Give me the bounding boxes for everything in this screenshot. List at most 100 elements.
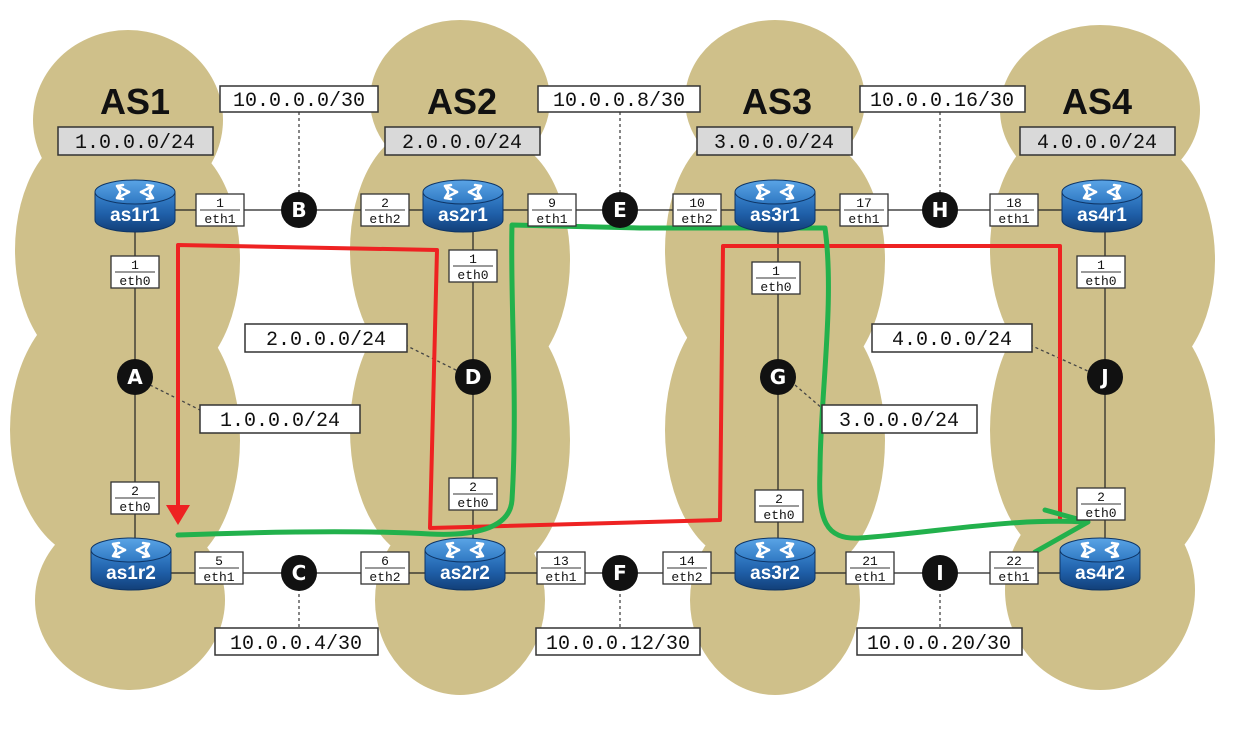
as2-label: AS2 [427, 81, 497, 122]
lan-j-label: 4.0.0.0/24 [892, 329, 1012, 352]
interface-number: 6 [381, 554, 389, 569]
router-as1r1-label: as1r1 [110, 205, 160, 226]
as3-prefix-box: 3.0.0.0/24 [696, 126, 853, 156]
interface-number: 17 [856, 196, 872, 211]
node-b: B [281, 192, 317, 228]
lan-box-a: 1.0.0.0/24 [199, 404, 361, 434]
links [134, 209, 1106, 574]
interface-number: 22 [1006, 554, 1022, 569]
interface-number: 2 [1097, 490, 1105, 505]
interface-number: 2 [131, 484, 139, 499]
green-arrow-head [1032, 507, 1091, 555]
interface-name: eth1 [854, 570, 885, 585]
router-as2r2-label: as2r2 [440, 563, 490, 584]
lan-a-label: 1.0.0.0/24 [220, 410, 340, 433]
interface-name: eth1 [203, 570, 234, 585]
node-c-label: C [292, 561, 307, 585]
interface-number: 2 [469, 480, 477, 495]
subnet-c-label: 10.0.0.4/30 [230, 633, 362, 656]
router-as4r1: as4r1 [1060, 178, 1144, 234]
lan-box-g: 3.0.0.0/24 [821, 404, 978, 434]
node-i-label: I [936, 561, 943, 585]
interface-number: 2 [381, 196, 389, 211]
as4-label: AS4 [1062, 81, 1132, 122]
interface-name: eth0 [119, 500, 150, 515]
lan-g-label: 3.0.0.0/24 [839, 410, 959, 433]
router-as3r2-label: as3r2 [750, 563, 800, 584]
interface-name: eth1 [204, 212, 235, 227]
subnet-box-b: 10.0.0.0/30 [219, 85, 379, 113]
as1-prefix-box: 1.0.0.0/24 [57, 126, 214, 156]
interface-name: eth0 [1085, 506, 1116, 521]
interface-name: eth0 [1085, 274, 1116, 289]
interface-number: 5 [215, 554, 223, 569]
router-as1r1: as1r1 [93, 178, 177, 234]
subnet-h-label: 10.0.0.16/30 [870, 90, 1014, 113]
interface-name: eth2 [671, 570, 702, 585]
interface-name: eth2 [369, 212, 400, 227]
subnet-i-label: 10.0.0.20/30 [867, 633, 1011, 656]
interface-number: 2 [775, 492, 783, 507]
subnet-box-i: 10.0.0.20/30 [856, 627, 1023, 656]
interface-name: eth0 [457, 496, 488, 511]
interface-name: eth0 [119, 274, 150, 289]
node-f: F [602, 555, 638, 591]
router-as3r1: as3r1 [733, 178, 817, 234]
node-e: E [602, 192, 638, 228]
node-d-label: D [465, 365, 482, 389]
subnet-box-h: 10.0.0.16/30 [859, 85, 1026, 113]
subnet-e-label: 10.0.0.8/30 [553, 90, 685, 113]
interface-number: 14 [679, 554, 695, 569]
node-h: H [922, 192, 958, 228]
as4-prefix-box: 4.0.0.0/24 [1019, 126, 1176, 156]
router-as3r2: as3r2 [733, 536, 817, 592]
node-a-label: A [127, 365, 143, 389]
lan-box-d: 2.0.0.0/24 [244, 323, 408, 353]
node-g-label: G [770, 365, 786, 389]
as3-prefix: 3.0.0.0/24 [714, 132, 834, 155]
router-as4r2: as4r2 [1058, 536, 1142, 592]
subnet-box-f: 10.0.0.12/30 [535, 627, 701, 656]
interface-number: 21 [862, 554, 878, 569]
interface-name: eth1 [848, 212, 879, 227]
router-as2r2: as2r2 [423, 536, 507, 592]
node-e-label: E [613, 198, 627, 222]
interface-name: eth0 [760, 280, 791, 295]
node-c: C [281, 555, 317, 591]
router-as1r2: as1r2 [89, 536, 173, 592]
interface-number: 13 [553, 554, 569, 569]
red-path [176, 243, 1062, 530]
subnet-f-label: 10.0.0.12/30 [546, 633, 690, 656]
node-i: I [922, 555, 958, 591]
interface-name: eth1 [536, 212, 567, 227]
green-path [175, 222, 1088, 541]
as2-prefix: 2.0.0.0/24 [402, 132, 522, 155]
node-f-label: F [613, 561, 627, 585]
node-j: J [1087, 359, 1123, 395]
interface-labels: 1eth12eth29eth110eth217eth118eth11eth02e… [110, 193, 1126, 585]
router-as4r1-label: as4r1 [1077, 205, 1127, 226]
lan-d-label: 2.0.0.0/24 [266, 329, 386, 352]
node-d: D [455, 359, 491, 395]
interface-number: 9 [548, 196, 556, 211]
as4-prefix: 4.0.0.0/24 [1037, 132, 1157, 155]
as2-prefix-box: 2.0.0.0/24 [384, 126, 541, 156]
as3-label: AS3 [742, 81, 812, 122]
interface-number: 1 [1097, 258, 1105, 273]
router-as2r1-label: as2r1 [438, 205, 488, 226]
interface-name: eth2 [369, 570, 400, 585]
router-as1r2-label: as1r2 [106, 563, 156, 584]
